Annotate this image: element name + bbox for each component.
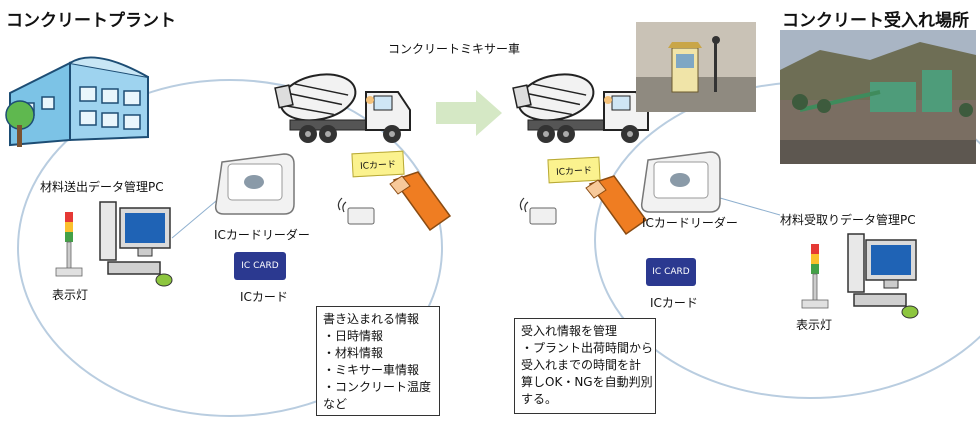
receive-info-line: ・プラント出荷時間から [521, 341, 654, 355]
receive-info-line: 算しOK・NGを自動判別 [521, 375, 653, 389]
site-photo [780, 30, 976, 164]
hand-right-icon [585, 175, 648, 236]
write-info-line: ・日時情報 [323, 329, 384, 343]
receive-info-box: 受入れ情報を管理 ・プラント出荷時間から 受入れまでの時間を計 算しOK・NGを… [514, 318, 656, 414]
plant-ic-card-label: ICカード [240, 290, 288, 304]
plant-card-reader-icon [214, 153, 295, 215]
flow-arrow-icon [436, 90, 502, 136]
site-title: コンクリート受入れ場所 [782, 11, 969, 31]
write-info-line: など [323, 397, 348, 411]
receive-info-line: 受入れ情報を管理 [521, 324, 618, 338]
write-info-line: ・コンクリート温度 [323, 380, 432, 394]
write-info-line: ・ミキサー車情報 [323, 363, 420, 377]
site-pc-label: 材料受取りデータ管理PC [780, 213, 916, 227]
site-computer-icon [847, 233, 919, 319]
plant-pc-label: 材料送出データ管理PC [40, 180, 164, 194]
write-info-box: 書き込まれる情報 ・日時情報 ・材料情報 ・ミキサー車情報 ・コンクリート温度 … [316, 306, 440, 416]
plant-signal-lamp-icon [55, 212, 83, 277]
mixer-truck-label: コンクリートミキサー車 [388, 42, 521, 56]
plant-card-reader-label: ICカードリーダー [214, 228, 310, 242]
plant-building-icon [5, 56, 149, 147]
site-ic-card: IC CARD [646, 258, 696, 286]
plant-title: コンクリートプラント [6, 11, 176, 31]
plant-lamp-label: 表示灯 [52, 288, 89, 302]
receive-info-line: 受入れまでの時間を計 [521, 358, 642, 372]
plant-ic-card: IC CARD [234, 252, 286, 280]
site-signal-lamp-icon [801, 244, 829, 309]
plant-computer-icon [99, 201, 173, 287]
site-card-reader-label: ICカードリーダー [642, 216, 738, 230]
receive-info-line: する。 [521, 392, 558, 406]
site-lamp-label: 表示灯 [796, 318, 833, 332]
site-ic-card-label: ICカード [650, 296, 698, 310]
write-info-line: ・材料情報 [323, 346, 384, 360]
site-card-reader-icon [640, 151, 721, 213]
hand-left-icon [389, 171, 452, 232]
small-reader-left-icon [337, 197, 375, 225]
small-reader-right-icon [519, 197, 557, 225]
mixer-truck-left-icon [274, 73, 411, 143]
write-info-line: 書き込まれる情報 [323, 312, 420, 326]
booth-photo [636, 22, 756, 112]
